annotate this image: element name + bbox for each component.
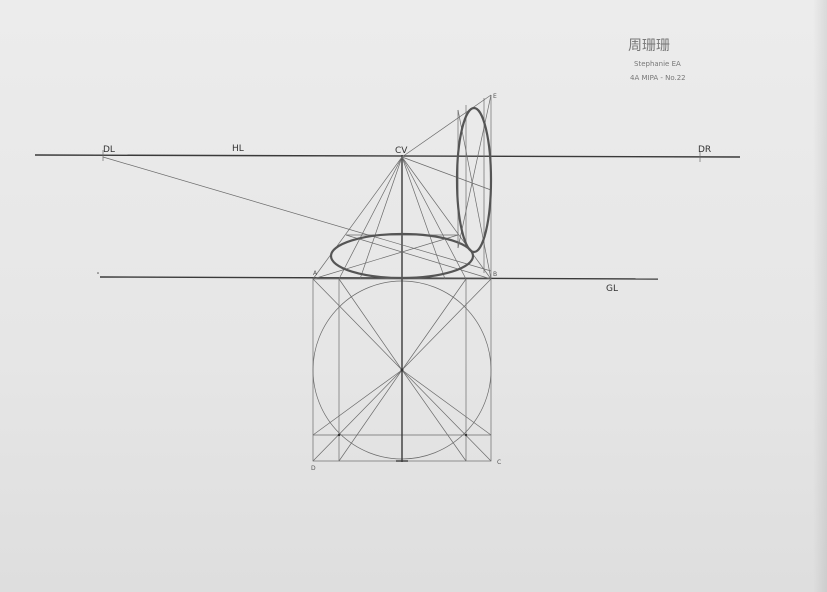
plan-point-left	[337, 433, 341, 437]
vanishing-line-a	[312, 156, 403, 280]
horizon-line	[34, 154, 741, 158]
signature-name-cn: 周珊珊	[628, 38, 670, 54]
plan-center-point	[400, 368, 404, 372]
label-c: C	[497, 459, 501, 466]
perspective-diagonal-2	[312, 234, 459, 280]
perspective-ellipse-vertical	[455, 106, 493, 254]
signature-name-en: Stephanie EA	[634, 60, 681, 68]
vanishing-line-5	[359, 156, 403, 280]
label-a: A	[313, 270, 318, 277]
measuring-line-dl	[102, 156, 492, 272]
vanishing-line-2	[338, 156, 403, 280]
vanishing-line-b	[401, 156, 492, 280]
plan-rhombus-right	[401, 278, 467, 462]
label-dl: DL	[103, 145, 115, 155]
vanishing-line-mid	[401, 156, 492, 191]
plan-rhombus-left	[338, 278, 403, 462]
label-d: D	[311, 465, 316, 472]
stray-mark	[97, 272, 99, 274]
label-b: B	[493, 271, 497, 278]
label-cv: CV	[395, 146, 408, 156]
vanishing-line-3	[401, 156, 467, 280]
vanishing-line-e	[401, 94, 492, 158]
vanishing-line-6	[401, 156, 446, 280]
label-gl: GL	[606, 284, 618, 294]
label-e: E	[493, 93, 497, 100]
perspective-diagonal-1	[345, 234, 492, 280]
label-dr: DR	[698, 145, 711, 155]
signature-class: 4A MIPA - No.22	[630, 74, 686, 82]
vertical-plane-diagonal-1	[457, 109, 492, 280]
plan-point-right	[464, 433, 468, 437]
perspective-ellipse-horizontal	[329, 232, 475, 280]
paper-edge-shadow	[813, 0, 827, 592]
ground-line	[99, 276, 659, 280]
vertical-plane-diagonal-2	[457, 94, 492, 249]
label-hl: HL	[232, 144, 244, 154]
